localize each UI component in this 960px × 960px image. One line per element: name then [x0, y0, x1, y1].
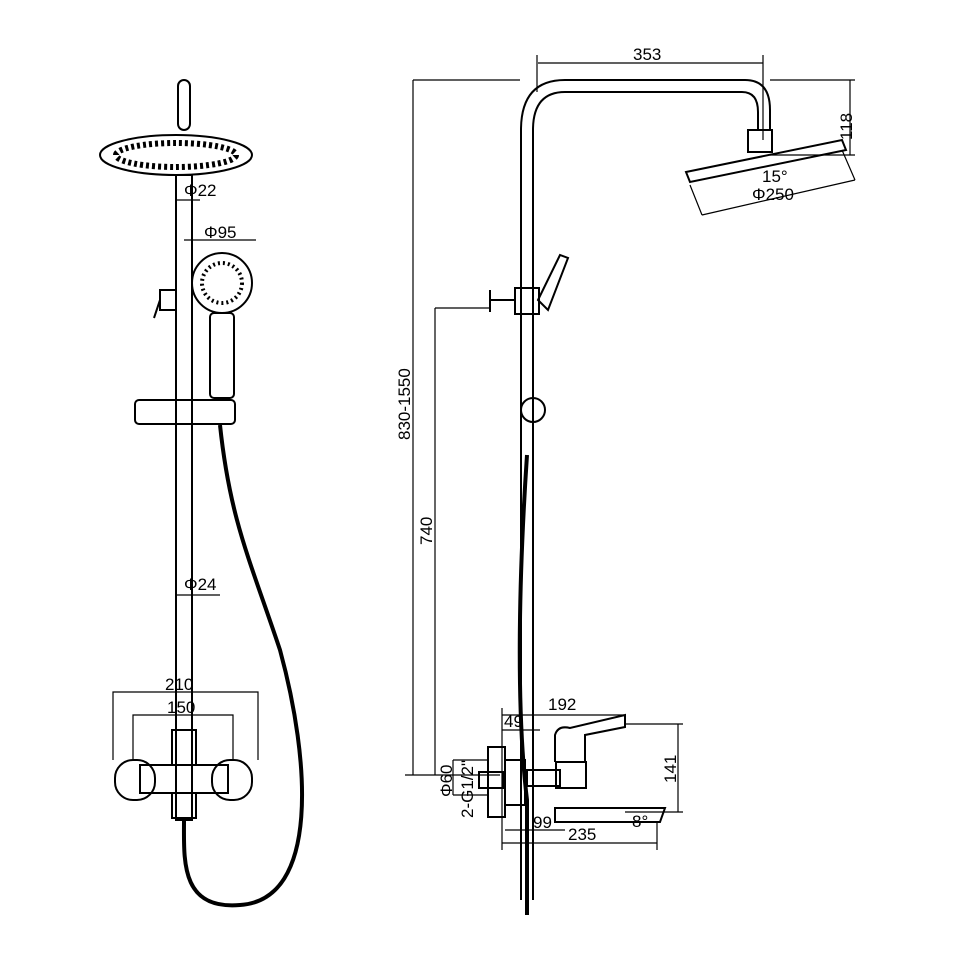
- hand-shower-nozzles: [200, 261, 244, 305]
- slide-knob: [520, 397, 546, 423]
- riser-arm-outer: [520, 79, 771, 900]
- dim-valve-height: [625, 723, 683, 813]
- holder-knob-side: [489, 290, 515, 312]
- shower-hose: [181, 424, 305, 908]
- holder-bracket: [514, 287, 540, 315]
- escutcheon-right: [211, 759, 253, 801]
- head-tilt-label: 15°: [762, 167, 788, 186]
- arm-reach-label: 353: [633, 45, 661, 64]
- mixer-lever: [554, 713, 626, 762]
- wall-offset-label: 49: [504, 712, 523, 731]
- outer-width-label: 210: [165, 675, 193, 694]
- spout-reach-label: 235: [568, 825, 596, 844]
- hand-shower-side: [536, 253, 570, 312]
- rain-head-side: [684, 138, 848, 184]
- handle-reach-label: 192: [548, 695, 576, 714]
- inlet-pipe: [478, 771, 504, 789]
- body-pipe: [526, 769, 561, 787]
- dim-arm-reach: [536, 55, 764, 140]
- holder-height-label: 740: [417, 517, 436, 545]
- bath-spout: [554, 807, 667, 823]
- escutcheon-diameter-label: Φ60: [437, 765, 456, 797]
- dim-holder-height: [434, 307, 490, 775]
- nozzle-pattern: [113, 140, 239, 170]
- dim-outer-width: [112, 691, 259, 760]
- escutcheon-left: [114, 759, 156, 801]
- total-height-label: 830-1550: [395, 368, 414, 440]
- inlet-spacing-label: 150: [167, 698, 195, 717]
- dim-head-drop: [770, 79, 855, 156]
- rod-top: [177, 79, 191, 131]
- mixer-top-connector: [171, 729, 197, 766]
- inlet-thread-label: 2-G1/2": [458, 760, 477, 818]
- dim-head-diameter: [689, 149, 856, 216]
- head-drop-label: 118: [837, 113, 856, 140]
- dim-inlet-spacing: [132, 714, 234, 760]
- slide-bracket: [134, 399, 236, 425]
- ball-joint: [747, 129, 773, 153]
- hand-shower-handle: [209, 312, 235, 399]
- side-view: 353 118 15° Φ250 830-1550 740 192 49 141…: [395, 45, 856, 915]
- riser-arm-inner: [532, 91, 759, 900]
- hand-shower-diameter-label: Φ95: [204, 223, 236, 242]
- riser-rod: [175, 174, 193, 821]
- dim-spout-reach: [502, 822, 658, 850]
- holder-knob: [153, 289, 176, 319]
- valve-height-label: 141: [661, 755, 680, 783]
- mixer-bottom-outlet: [171, 792, 197, 819]
- dim-escutcheon: [452, 759, 488, 796]
- valve-body: [555, 761, 587, 789]
- spout-angle-label: 8°: [632, 812, 648, 831]
- front-view: Φ22 Φ95 Φ24 210 150: [99, 79, 305, 908]
- dim-total-height: [405, 79, 520, 776]
- head-diameter-label: Φ250: [752, 185, 794, 204]
- dim-handle-reach: [501, 708, 624, 850]
- wall-connector: [504, 759, 526, 806]
- diverter-offset-label: 99: [533, 813, 552, 832]
- rod-top-diameter-label: Φ22: [184, 181, 216, 200]
- rod-bottom-diameter-label: Φ24: [184, 575, 216, 594]
